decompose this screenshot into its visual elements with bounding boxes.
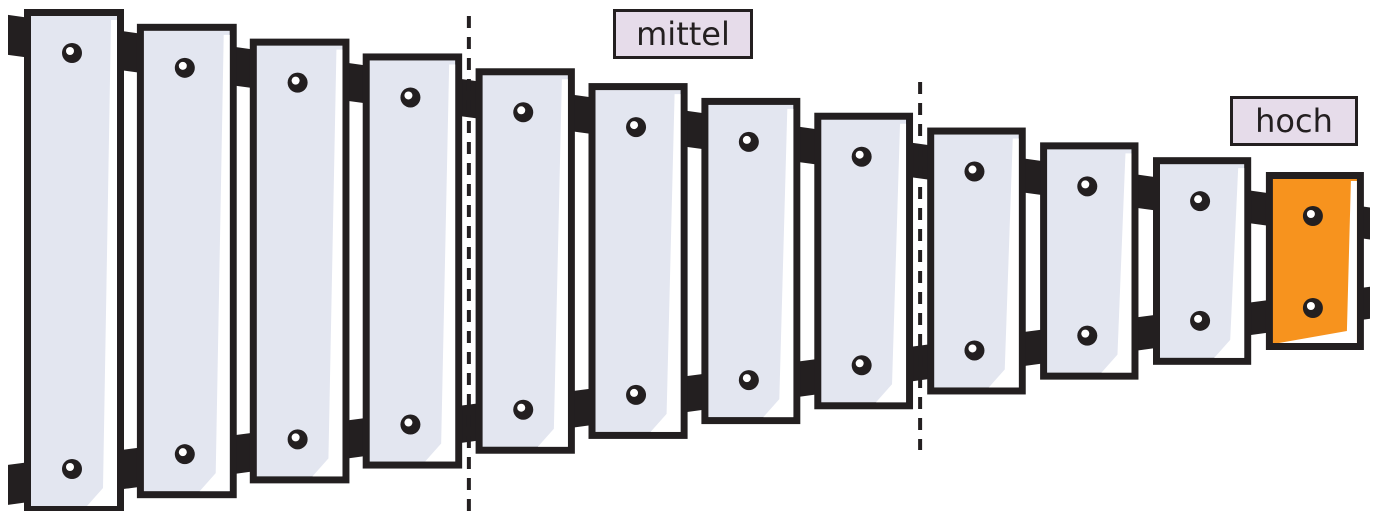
screw-glint — [291, 433, 300, 442]
screw-glint — [855, 359, 864, 368]
bar-highlight — [87, 20, 117, 506]
screw-glint — [1194, 314, 1203, 323]
xylophone-bar — [1153, 157, 1252, 365]
xylophone-bar — [588, 83, 688, 439]
screw-glint — [968, 165, 977, 174]
screw-glint — [855, 150, 864, 159]
bar-highlight — [988, 138, 1019, 388]
bar-highlight — [876, 123, 907, 403]
bar-face — [256, 45, 343, 477]
bar-highlight — [312, 49, 343, 477]
bar-highlight — [1101, 153, 1132, 373]
screw-glint — [742, 374, 751, 383]
xylophone-bar — [136, 23, 237, 499]
high-range-label: hoch — [1230, 96, 1358, 146]
bar-face — [31, 16, 117, 506]
xylophone-bars — [24, 9, 1364, 511]
bar-face — [143, 30, 230, 492]
bar-highlight — [650, 94, 681, 432]
bar-highlight — [1214, 168, 1245, 358]
screw-glint — [178, 61, 187, 70]
screw-glint — [178, 448, 187, 457]
xylophone-bar — [24, 9, 124, 511]
xylophone-bar — [927, 127, 1026, 395]
bar-face — [369, 60, 456, 462]
xylophone-bar — [701, 97, 801, 425]
screw-glint — [404, 418, 413, 427]
screw-glint — [742, 135, 751, 144]
screw-glint — [630, 388, 639, 397]
bar-highlight — [425, 64, 456, 462]
bar-face — [821, 119, 907, 403]
screw-glint — [1306, 210, 1315, 218]
bar-highlight — [199, 34, 230, 492]
screw-glint — [517, 403, 526, 412]
xylophone-bar — [1040, 142, 1139, 380]
screw-glint — [1306, 302, 1315, 310]
xylophone-bar — [475, 68, 575, 454]
bar-face — [1272, 179, 1357, 343]
bar-highlight — [1278, 181, 1357, 343]
screw-glint — [1081, 180, 1090, 189]
xylophone-bar — [249, 38, 350, 484]
screw-glint — [517, 106, 526, 115]
screw-glint — [968, 344, 977, 353]
bar-face — [482, 75, 568, 447]
bar-face — [708, 104, 794, 418]
bar-face — [595, 90, 681, 432]
middle-range-label: mittel — [613, 9, 753, 59]
bar-highlight — [763, 108, 794, 418]
bar-highlight — [537, 79, 568, 447]
xylophone-bar — [1265, 172, 1364, 350]
screw-glint — [291, 76, 300, 85]
screw-glint — [66, 47, 74, 55]
screw-glint — [404, 91, 413, 100]
xylophone-bar — [814, 112, 914, 410]
screw-glint — [1081, 329, 1090, 338]
screw-glint — [66, 463, 74, 471]
screw-glint — [1194, 195, 1203, 204]
screw-glint — [630, 121, 639, 130]
xylophone-bar — [362, 53, 463, 469]
